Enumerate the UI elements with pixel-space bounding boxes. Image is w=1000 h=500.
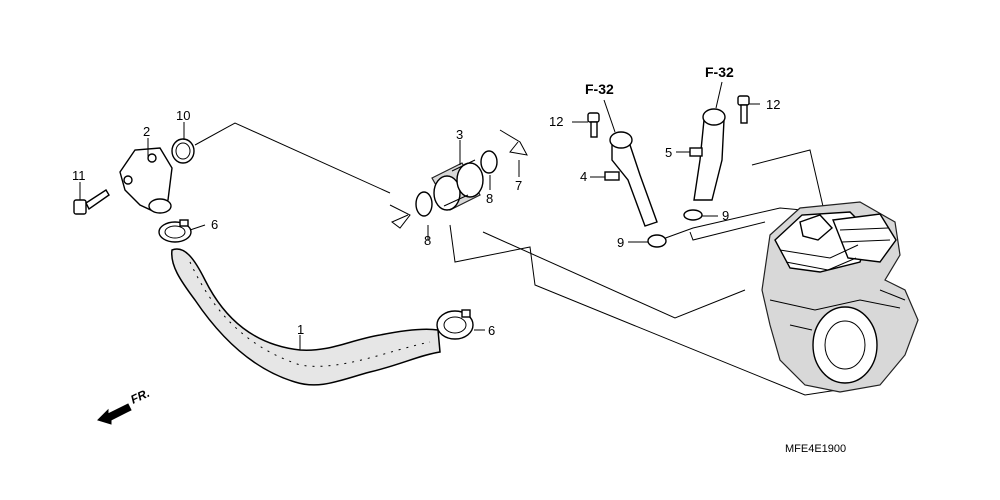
callout-4: 4 — [580, 169, 587, 184]
engine-illustration — [761, 201, 919, 393]
coolant-hose — [171, 248, 441, 386]
callout-9-left: 9 — [617, 235, 624, 250]
bolt-11 — [73, 189, 110, 215]
callout-10: 10 — [176, 108, 190, 123]
water-pipe-5 — [689, 108, 726, 201]
bolt-12-right — [737, 95, 750, 124]
reference-f32-right: F-32 — [705, 64, 734, 80]
front-arrow-icon: FR. — [97, 386, 152, 425]
o-ring-10 — [171, 138, 195, 164]
callout-12-right: 12 — [766, 97, 780, 112]
callout-8-left: 8 — [424, 233, 431, 248]
clip-7-left — [389, 204, 411, 229]
water-outlet-elbow — [119, 147, 173, 214]
o-ring-9-left — [647, 234, 667, 248]
callout-6-upper: 6 — [211, 217, 218, 232]
callout-8-right: 8 — [486, 191, 493, 206]
assembly-lines — [194, 122, 871, 396]
callout-11: 11 — [72, 168, 86, 183]
hose-clamp-upper — [158, 219, 192, 243]
callout-7: 7 — [515, 178, 522, 193]
callout-9-right: 9 — [722, 208, 729, 223]
bolt-12-left — [587, 112, 600, 138]
callout-2: 2 — [143, 124, 150, 139]
leader-lines — [79, 81, 760, 350]
front-label: FR. — [128, 386, 151, 407]
clip-7-right — [499, 129, 528, 156]
water-pipe-4 — [604, 131, 658, 227]
joint-sleeve-3 — [431, 159, 484, 211]
reference-f32-left: F-32 — [585, 81, 614, 97]
callout-5: 5 — [665, 145, 672, 160]
hose-clamp-lower — [436, 309, 474, 340]
o-ring-8-right — [480, 150, 498, 174]
o-ring-9-right — [683, 209, 703, 221]
callout-3: 3 — [456, 127, 463, 142]
callout-12-left: 12 — [549, 114, 563, 129]
callout-1: 1 — [297, 322, 304, 337]
diagram-code: MFE4E1900 — [785, 443, 846, 455]
o-ring-8-left — [415, 191, 433, 217]
o-ring-10-inner — [175, 142, 191, 160]
callout-6-lower: 6 — [488, 323, 495, 338]
